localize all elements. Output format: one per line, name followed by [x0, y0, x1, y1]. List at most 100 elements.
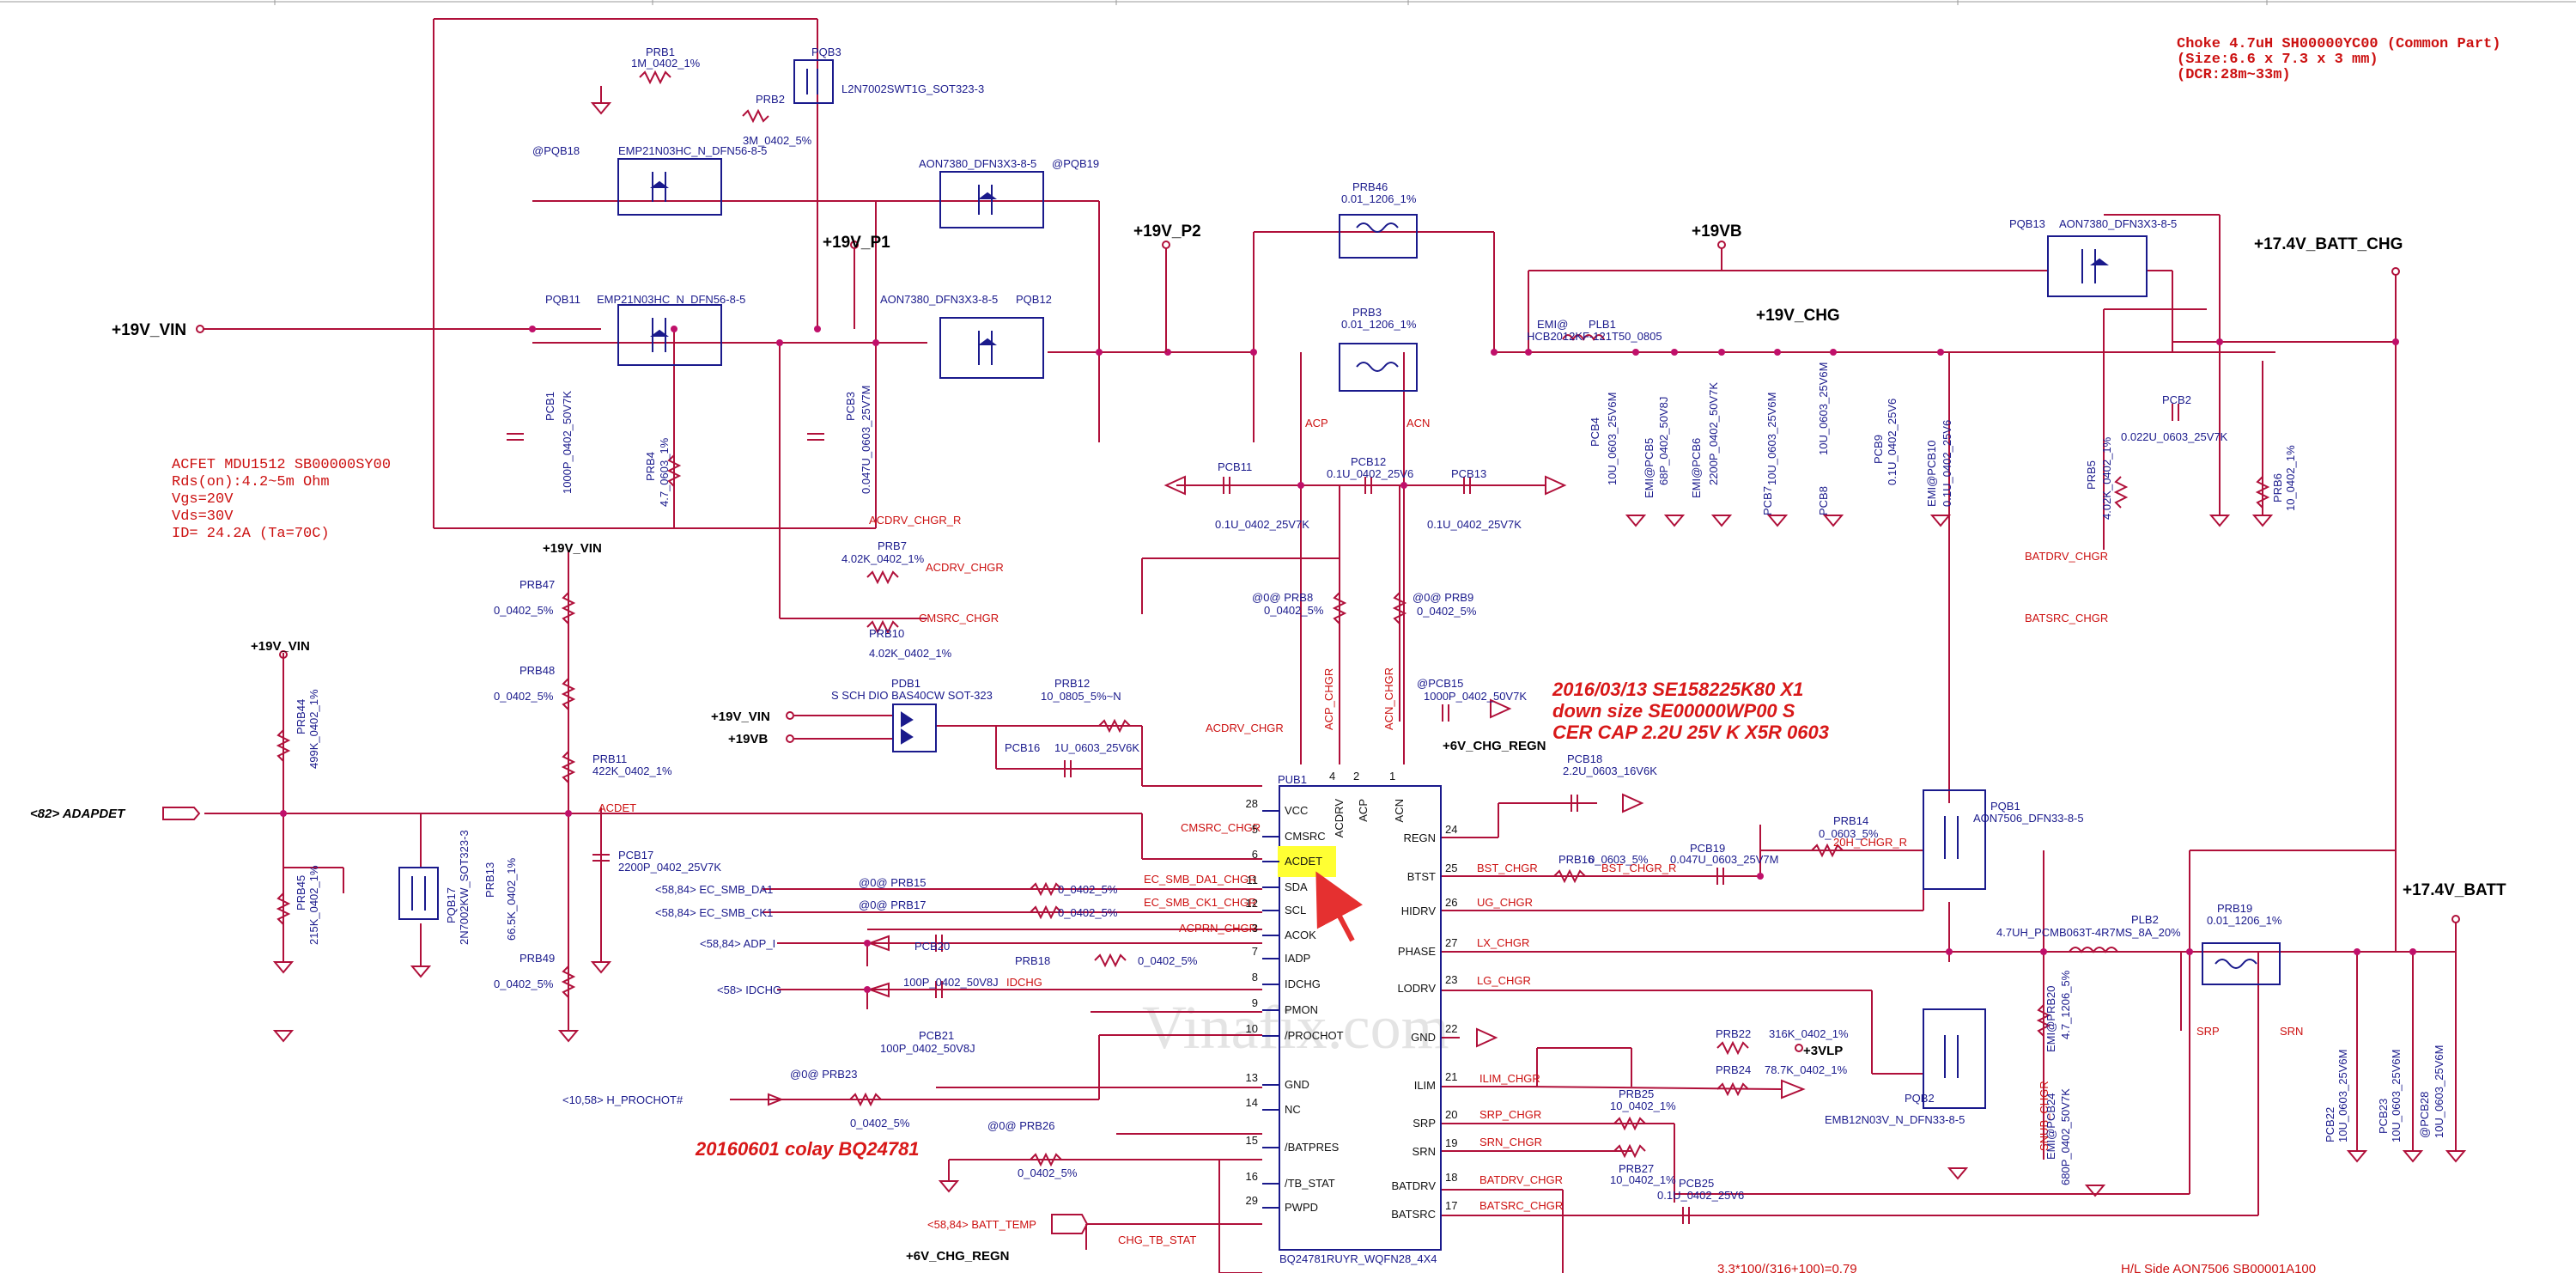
svg-text:PRB18: PRB18	[1015, 954, 1050, 967]
sig-acdrv-r: ACDRV_CHGR_R	[869, 514, 961, 527]
ic-pin-num: 27	[1445, 936, 1457, 949]
ic-pin-name: ACOK	[1285, 929, 1316, 941]
acfet-note-line: Rds(on):4.2~5m Ohm	[172, 474, 330, 490]
ic-left-pins: 28VCC5CMSRC6ACDET11SDA12SCL3ACOK7IADP8ID…	[1246, 797, 1344, 1214]
sig-cmsrc2: CMSRC_CHGR	[1181, 821, 1261, 834]
ic-pin-num: 4	[1329, 770, 1335, 783]
svg-text:PLB1: PLB1	[1589, 318, 1616, 331]
sig-srn-label: SRN	[2280, 1025, 2303, 1038]
svg-text:0_0603_5%: 0_0603_5%	[1819, 827, 1879, 840]
svg-text:PCB2: PCB2	[2162, 393, 2191, 406]
svg-text:PRB44: PRB44	[295, 699, 307, 734]
svg-text:PRB14: PRB14	[1833, 814, 1868, 827]
svg-text:AON7380_DFN3X3-8-5: AON7380_DFN3X3-8-5	[880, 293, 998, 306]
acfet-note-line: ACFET MDU1512 SB00000SY00	[172, 457, 391, 473]
svg-text:EMB12N03V_N_DFN33-8-5: EMB12N03V_N_DFN33-8-5	[1825, 1113, 1965, 1126]
svg-text:PRB12: PRB12	[1054, 677, 1090, 690]
svg-text:0_0402_5%: 0_0402_5%	[1018, 1166, 1078, 1179]
net-17v4-batt-chg: +17.4V_BATT_CHG	[2254, 235, 2403, 253]
net-19v-p1: +19V_P1	[823, 234, 890, 252]
sig-bst: BST_CHGR	[1477, 862, 1538, 874]
svg-text:PQB17: PQB17	[445, 887, 458, 923]
svg-text:2.2U_0603_16V6K: 2.2U_0603_16V6K	[1563, 764, 1657, 777]
svg-text:4.7_1206_5%: 4.7_1206_5%	[2059, 970, 2072, 1039]
ic-pin-name: ACDET	[1285, 855, 1322, 868]
pub1-ic	[1279, 785, 1442, 1251]
ic-pin-name: LODRV	[1397, 982, 1436, 995]
svg-text:0.1U_0402_25V6: 0.1U_0402_25V6	[1657, 1189, 1744, 1202]
ic-pin-name: /BATPRES	[1285, 1141, 1340, 1154]
svg-text:PUB1: PUB1	[1278, 773, 1307, 786]
junction-dots	[280, 326, 2416, 993]
svg-text:10U_0603_25V6M: 10U_0603_25V6M	[2336, 1050, 2349, 1142]
ic-pin-name: /TB_STAT	[1285, 1177, 1335, 1190]
ic-pin-num: 14	[1246, 1096, 1258, 1109]
ic-pin-name: BATSRC	[1391, 1208, 1436, 1221]
watermark: Vinafix.com	[1142, 993, 1449, 1062]
svg-text:PQB12: PQB12	[1016, 293, 1052, 306]
svg-text:PCB9: PCB9	[1872, 435, 1885, 464]
ic-pin-name: NC	[1285, 1103, 1301, 1116]
svg-text:@0@ PRB8: @0@ PRB8	[1252, 591, 1313, 604]
capacitor-symbols	[507, 404, 2179, 1224]
svg-text:PCB4: PCB4	[1589, 417, 1601, 447]
ic-pin-num: 20	[1445, 1108, 1457, 1121]
ic-pin-num: 15	[1246, 1134, 1258, 1147]
bottom-hv: H/L Side AON7506 SB00001A100	[2121, 1262, 2316, 1273]
port-smb-ck: <58,84> EC_SMB_CK1	[655, 906, 773, 919]
svg-text:PRB49: PRB49	[519, 952, 555, 965]
svg-text:PCB17: PCB17	[618, 849, 653, 862]
svg-text:PCB19: PCB19	[1690, 842, 1725, 855]
svg-text:10_0402_1%: 10_0402_1%	[1610, 1173, 1676, 1186]
svg-text:@0@ PRB15: @0@ PRB15	[859, 876, 926, 889]
svg-text:0.01_1206_1%: 0.01_1206_1%	[1341, 192, 1417, 205]
sig-batdrv1: BATDRV_CHGR	[1479, 1173, 1563, 1186]
svg-text:0_0402_5%: 0_0402_5%	[1264, 604, 1324, 617]
svg-text:0_0402_5%: 0_0402_5%	[1138, 954, 1198, 967]
svg-text:PRB1: PRB1	[646, 46, 675, 58]
svg-text:PRB11: PRB11	[592, 752, 627, 765]
ic-pin-num: 22	[1445, 1022, 1457, 1035]
sig-20h: 20H_CHGR_R	[1833, 836, 1907, 849]
svg-text:10U_0603_25V6M: 10U_0603_25V6M	[2390, 1050, 2403, 1142]
svg-text:PRB16: PRB16	[1558, 853, 1594, 866]
svg-text:PQB2: PQB2	[1905, 1092, 1935, 1105]
sig-ilim: ILIM_CHGR	[1479, 1072, 1540, 1085]
svg-text:AON7380_DFN3X3-8-5: AON7380_DFN3X3-8-5	[2059, 217, 2177, 230]
ic-pin-num: 21	[1445, 1070, 1457, 1083]
svg-text:0_0402_5%: 0_0402_5%	[1058, 883, 1118, 896]
pqb12-mosfet	[939, 317, 1044, 379]
svg-text:EMI@PCB24: EMI@PCB24	[2044, 1093, 2057, 1160]
svg-text:PRB10: PRB10	[869, 627, 904, 640]
ic-pin-num: 17	[1445, 1199, 1457, 1212]
svg-text:680P_0402_50V7K: 680P_0402_50V7K	[2059, 1088, 2072, 1185]
svg-text:PRB25: PRB25	[1619, 1087, 1654, 1100]
svg-text:0.1U_0402_25V7K: 0.1U_0402_25V7K	[1427, 518, 1522, 531]
svg-text:@PQB19: @PQB19	[1052, 157, 1099, 170]
svg-text:0_0402_5%: 0_0402_5%	[1417, 605, 1477, 618]
sig-srn: SRN_CHGR	[1479, 1136, 1542, 1148]
svg-text:10U_0603_25V6M: 10U_0603_25V6M	[1765, 393, 1778, 485]
ic-pin-num: 18	[1445, 1171, 1457, 1184]
svg-text:PCB1: PCB1	[544, 392, 556, 421]
net-19vb-pdb: +19VB	[728, 732, 768, 746]
svg-text:BQ24781RUYR_WQFN28_4X4: BQ24781RUYR_WQFN28_4X4	[1279, 1252, 1437, 1265]
prb46-shunt	[1339, 214, 1418, 259]
svg-text:3M_0402_5%: 3M_0402_5%	[743, 134, 812, 147]
svg-text:PCB8: PCB8	[1817, 486, 1830, 515]
ic-pin-name: ACDRV	[1333, 799, 1346, 838]
ic-pin-num: 13	[1246, 1071, 1258, 1084]
sig-snub: SNUB_CHGR	[2038, 1081, 2050, 1151]
ic-pin-name: IADP	[1285, 952, 1310, 965]
ground-symbols	[272, 86, 2467, 1197]
svg-text:EMI@PCB6: EMI@PCB6	[1690, 438, 1703, 498]
svg-text:PRB48: PRB48	[519, 664, 555, 677]
svg-text:PRB6: PRB6	[2271, 473, 2284, 502]
net-17v4-batt: +17.4V_BATT	[2403, 881, 2506, 899]
svg-text:0_0603_5%: 0_0603_5%	[1589, 853, 1649, 866]
ic-pin-name: SDA	[1285, 880, 1308, 893]
ic-pin-num: 26	[1445, 896, 1457, 909]
svg-text:PRB3: PRB3	[1352, 306, 1382, 319]
